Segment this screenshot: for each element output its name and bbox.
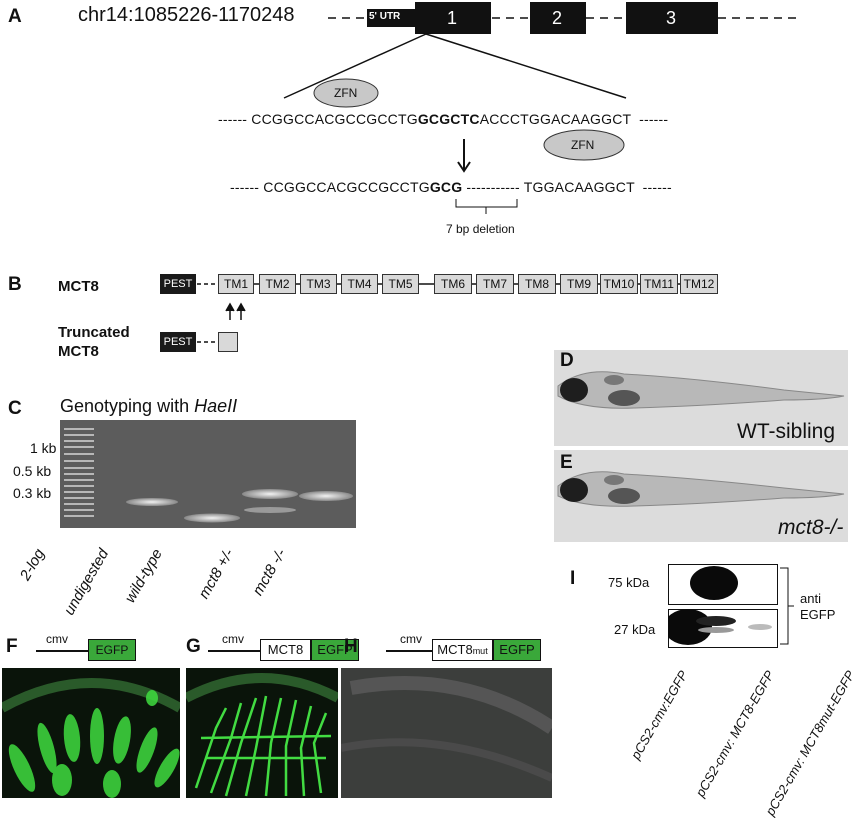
- exon-2-label: 2: [552, 8, 563, 28]
- truncated-tm-fragment: [218, 332, 238, 352]
- mct8-protein-diagram: [197, 283, 716, 343]
- tm12-box: TM12: [680, 274, 718, 294]
- mutant-sequence: ------ CCGGCCACGCCGCCTGGCG ----------- T…: [230, 179, 672, 195]
- panel-e-label: E: [560, 452, 573, 473]
- exon-3-label: 3: [666, 8, 677, 28]
- panel-h-label: H: [344, 636, 358, 657]
- mct8mut-box-h: MCT8mut: [432, 639, 493, 661]
- band-het-upper: [242, 489, 298, 499]
- tm8-box: TM8: [518, 274, 556, 294]
- mutant-caption: mct8-/-: [778, 516, 844, 539]
- blot-lane-label-mct8-egfp: pCS2-cmv: MCT8-EGFP: [692, 668, 778, 800]
- band-het-lower: [244, 507, 296, 513]
- agarose-gel: [60, 420, 356, 528]
- zfn-left: [313, 78, 379, 108]
- panel-g-label: G: [186, 636, 201, 657]
- marker-05kb: 0.5 kb: [13, 463, 52, 479]
- retina-image-mct8-egfp: [186, 668, 338, 798]
- exon-3: [626, 2, 718, 34]
- lane-label-undigested: undigested: [60, 546, 113, 619]
- utr-box: [367, 9, 415, 27]
- mct8-label: MCT8: [58, 278, 99, 295]
- tm10-box: TM10: [600, 274, 638, 294]
- locus-label: chr14:1085226-1170248: [78, 4, 295, 26]
- tm6-box: TM6: [434, 274, 472, 294]
- larva-image-mutant: [554, 450, 848, 542]
- marker-1kb: 1 kb: [30, 440, 57, 456]
- panel-b-label: B: [8, 274, 22, 295]
- cmv-label-f: cmv: [46, 632, 68, 646]
- band-27kda-label: 27 kDa: [614, 622, 656, 637]
- lane-label-wildtype: wild-type: [121, 546, 166, 606]
- lane-label-het: mct8 +/-: [195, 546, 238, 602]
- zfn-right-label: ZFN: [571, 138, 595, 152]
- mct8-box-g: MCT8: [260, 639, 311, 661]
- construct-line-h: [386, 650, 432, 652]
- egfp-box-h: EGFP: [493, 639, 541, 661]
- band-75kda-label: 75 kDa: [608, 575, 650, 590]
- tm3-box: TM3: [300, 274, 337, 294]
- ladder-lane: [64, 428, 94, 517]
- band-wildtype: [184, 513, 240, 523]
- panel-f-label: F: [6, 636, 18, 657]
- marker-03kb: 0.3 kb: [13, 485, 52, 501]
- blot-band-mut: [748, 624, 772, 630]
- retina-image-egfp: [2, 668, 180, 798]
- retina-image-mct8mut-egfp: [341, 668, 552, 798]
- exon-1: [415, 2, 491, 34]
- gel-title: Genotyping with HaeII: [60, 396, 238, 416]
- egfp-box-g: EGFP: [311, 639, 359, 661]
- deletion-label: 7 bp deletion: [446, 222, 515, 236]
- lane-label-ladder: 2-log: [16, 546, 49, 584]
- blot-lane-label-egfp: pCS2-cmv:EGFP: [627, 668, 691, 762]
- antibody-bracket: [780, 567, 794, 645]
- pest-domain: PEST: [160, 274, 196, 294]
- construct-line-g: [208, 650, 260, 652]
- cmv-label-h: cmv: [400, 632, 422, 646]
- exon-2: [530, 2, 586, 34]
- panel-d-label: D: [560, 350, 574, 371]
- blot-band-mct8-egfp: [690, 566, 738, 600]
- blot-lane-label-mct8mut-egfp: pCS2-cmv: MCT8mut-EGFP: [762, 668, 858, 818]
- tm9-box: TM9: [560, 274, 598, 294]
- exon-1-label: 1: [447, 8, 458, 28]
- band-undigested: [126, 498, 178, 506]
- larva-image-wt: [554, 350, 848, 446]
- western-blot: [668, 564, 778, 648]
- panel-c-label: C: [8, 398, 22, 419]
- wt-sibling-caption: WT-sibling: [737, 420, 836, 443]
- truncated-pest-domain: PEST: [160, 332, 196, 352]
- construct-line-f: [36, 650, 88, 652]
- lane-label-homozygous: mct8 -/-: [249, 546, 290, 599]
- band-homozygous: [299, 491, 353, 501]
- tm7-box: TM7: [476, 274, 514, 294]
- egfp-box-f: EGFP: [88, 639, 136, 661]
- zfn-right: [543, 129, 625, 161]
- utr-label: 5' UTR: [369, 11, 401, 22]
- tm5-box: TM5: [382, 274, 419, 294]
- zfn-left-label: ZFN: [334, 86, 358, 100]
- wildtype-sequence: ------ CCGGCCACGCCGCCTGGCGCTCACCCTGGACAA…: [218, 111, 669, 127]
- panel-a-label: A: [8, 6, 22, 27]
- panel-i-label: I: [570, 568, 576, 589]
- tm2-box: TM2: [259, 274, 296, 294]
- tm11-box: TM11: [640, 274, 678, 294]
- tm4-box: TM4: [341, 274, 378, 294]
- blot-band-mct8-egfp-27: [696, 616, 736, 626]
- tm1-box: TM1: [218, 274, 254, 294]
- cmv-label-g: cmv: [222, 632, 244, 646]
- gene-structure-diagram: [283, 2, 798, 214]
